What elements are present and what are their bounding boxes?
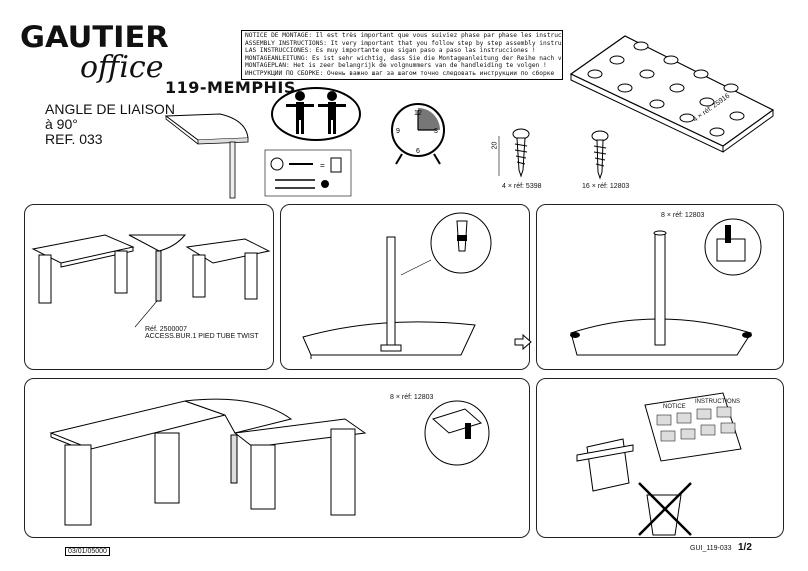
step-1-desc: ACCESS.BUR.1 PIED TUBE TWIST [145,333,259,340]
dowel-board-drawing [569,35,775,153]
clock-3: 3 [434,128,438,135]
leg-top-drawing [302,212,492,359]
assembly-notice: NOTICE DE MONTAGE: Il est très important… [241,30,563,80]
disposal-drawing [576,392,742,536]
clock-12: 12 [414,110,422,117]
step-3-panel: 8 × réf: 12803 [536,204,784,370]
notice-ru: ИНСТРУКЦИИ ПО СБОРКЕ: Очень важно шаг за… [245,69,555,77]
tools-icon: = [264,149,352,197]
step-4-label: 8 × réf: 12803 [390,394,434,401]
screw-12803-icon [591,130,609,180]
clock-icon: 12 3 6 9 [391,103,445,165]
step-5-notice: NOTICE [663,404,686,410]
assembled-desk-drawing [49,398,490,526]
screw-12803-label: 16 × réf: 12803 [582,183,630,190]
screw-5398-icon [498,128,530,178]
step-5-instructions: INSTRUCTIONS [695,399,740,405]
screw-5398-label: 4 × réf: 5398 [502,183,542,190]
step-3-label: 8 × réf: 12803 [661,212,705,219]
desk-exploded-drawing [31,234,271,328]
notice-es: LAS INSTRUCCIONES: Es muy importante que… [245,47,536,55]
notice-fr: NOTICE DE MONTAGE: Il est très important… [245,32,562,39]
brand-line: office [80,50,164,85]
notice-de: MONTAGEANLEITUNG: Es ist sehr wichtig, d… [245,54,562,62]
step-4-panel: 8 × réf: 12803 [24,378,530,538]
step-2-panel [280,204,530,370]
clock-9: 9 [396,128,400,135]
svg-text:=: = [320,161,325,170]
product-angle: à 90° [45,116,78,132]
step-1-panel: Réf. 2500007 ACCESS.BUR.1 PIED TUBE TWIS… [24,204,274,370]
notice-en: ASSEMBLY INSTRUCTIONS: It very important… [245,39,563,47]
screw-length: 20 [491,141,499,150]
clock-6: 6 [416,148,420,155]
footer-date-value: 03/01/05 [68,548,96,555]
step-5-panel: NOTICE INSTRUCTIONS [536,378,784,538]
corner-table-drawing [164,113,249,199]
footer-date: 03/01/05000 [65,547,110,556]
footer-code: 000 [95,548,107,555]
arrow-right-icon [514,333,532,351]
two-people-icon [271,87,361,141]
page-number: 1/2 [738,542,752,553]
product-ref: REF. 033 [45,131,103,147]
footer-doc-ref: GUI_119-033 [690,545,732,552]
product-model: 119-MEMPHIS [165,78,296,97]
notice-nl: MONTAGEPLAN: Het is zeer belangrijk de v… [245,62,547,70]
step-1-ref: Réf. 2500007 [145,326,188,333]
product-title: ANGLE DE LIAISON [45,101,175,117]
leg-plate-drawing [570,218,762,356]
brand-name: GAUTIER [20,20,169,54]
